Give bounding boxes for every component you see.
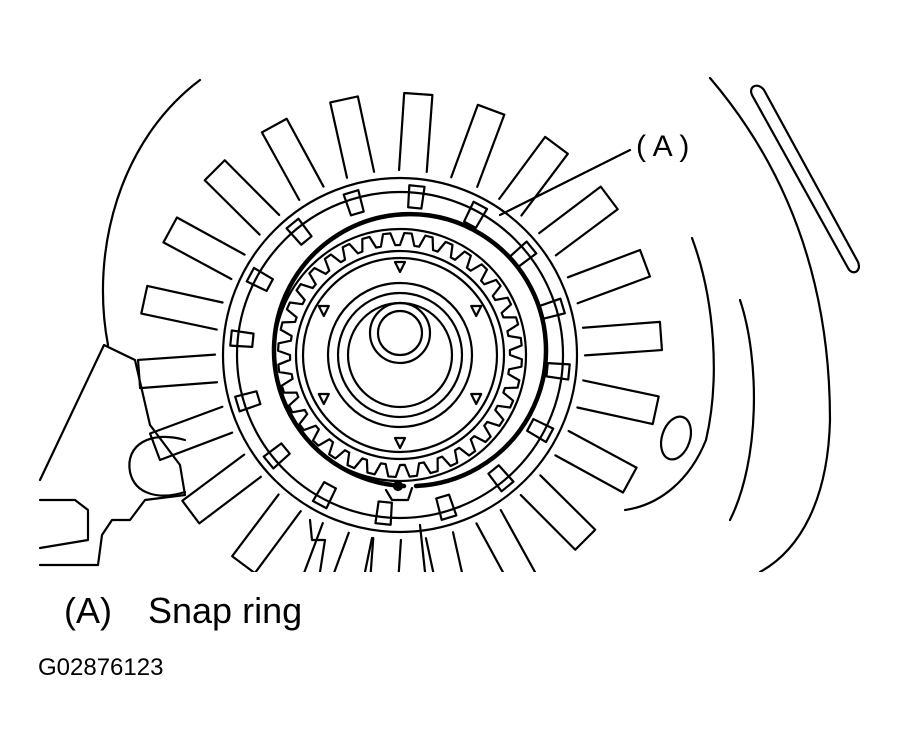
gear-outline [276,231,524,479]
clutch-tab [566,248,652,305]
drum-lug [374,500,393,526]
drum-lug [407,184,426,210]
drum-lug [545,362,571,381]
hub-bore-inner [376,309,424,357]
drum-lug [285,217,313,246]
drum-lug [234,390,262,413]
figure-id: G02876123 [38,654,164,681]
drum-lug [526,417,555,444]
hub-mark [393,260,407,274]
clutch-tab [581,320,664,357]
hub-mark [317,304,330,318]
legend: (A) Snap ring [64,590,302,632]
callout-leader [498,148,632,217]
clutch-tab [576,379,660,426]
hub-ring-1 [301,256,499,454]
drum-lug [462,200,489,229]
hub-ring-3 [336,291,464,419]
drum-outer-ring [221,176,579,534]
snap-ring-gap [384,486,414,502]
snap-ring [271,211,549,489]
hub-mark [470,392,483,406]
drum-ring-2 [235,190,565,520]
hub-mark [317,392,330,406]
drum-lug [311,481,338,510]
clutch-tab [148,405,234,462]
housing-bracket-inner [38,498,90,550]
clutch-tab [260,117,325,201]
hub-ring-2 [326,281,474,429]
clutch-tab [538,185,619,257]
snap-ring-end-left [392,480,404,492]
lower-strut-2 [363,536,374,572]
drum-lug [229,329,255,348]
housing-boss [128,435,187,497]
hub-mark [470,304,483,318]
clutch-tab [303,522,350,572]
hub-gear-teeth [276,231,524,479]
clutch-tab [450,103,506,188]
clutch-tab [475,509,537,572]
drum-lug [342,189,365,217]
drum-lug [435,493,458,521]
housing-outline-right [708,76,832,572]
hub-bore [368,301,432,365]
drum-lug [487,464,515,493]
clutch-tab [498,135,569,217]
housing-slot [750,84,860,274]
clutch-tab [203,159,281,236]
drum-lug [245,266,274,293]
legend-text: Snap ring [148,590,303,631]
hub-mark [393,436,407,450]
clutch-tab [329,95,376,179]
housing-edge-right [728,298,756,522]
lower-strut-3 [418,523,427,572]
legend-key: (A) [64,590,112,631]
housing-hole [659,415,693,461]
hub-marks [317,260,483,450]
clutch-tab [136,353,219,390]
clutch-tab [231,493,302,572]
clutch-tab [162,216,246,281]
clutch-tab [397,91,434,174]
housing-rib [623,236,715,512]
clutch-tab [369,536,403,572]
snap-ring-diagram: ( A ) [38,76,860,572]
clutch-tab [181,453,262,525]
callout-label: ( A ) [636,130,689,163]
lower-strut-1 [308,518,327,572]
clutch-tab [424,531,463,572]
clutch-plate-tabs [136,91,664,572]
gear-root-circle [294,249,506,461]
housing-outline-left [101,78,202,347]
clutch-tab [140,284,224,331]
drum-lug [262,442,291,470]
clutch-tab [519,474,597,551]
drum-lugs [229,184,571,526]
clutch-tab [554,429,638,494]
housing-bracket [38,343,187,567]
snap-ring-inner [272,227,528,483]
